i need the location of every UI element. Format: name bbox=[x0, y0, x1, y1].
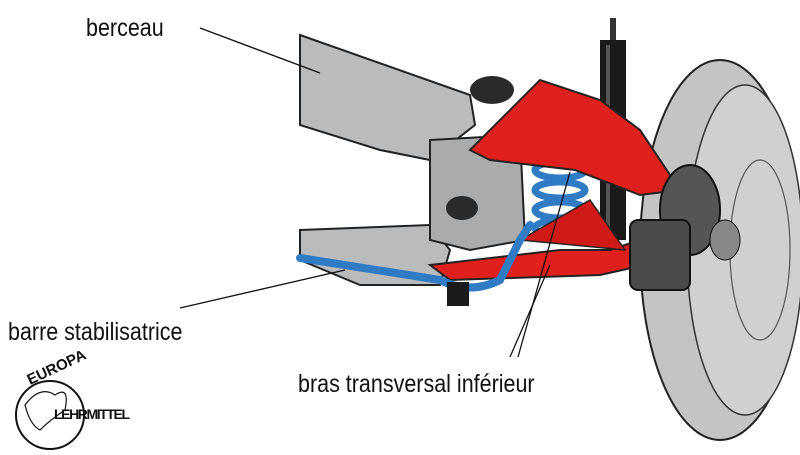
control-arms bbox=[427, 78, 682, 282]
label-lower-arm: bras transversal inférieur bbox=[298, 370, 535, 398]
stabilizer-bar bbox=[296, 221, 534, 292]
label-subframe: berceau bbox=[86, 14, 164, 42]
wheel-hub bbox=[629, 164, 741, 291]
svg-text:LEHRMITTEL: LEHRMITTEL bbox=[54, 406, 130, 422]
subframe bbox=[299, 33, 576, 286]
label-stabilizer-bar: barre stabilisatrice bbox=[8, 318, 183, 346]
stabilizer-bushing bbox=[447, 282, 469, 306]
europa-lehrmittel-logo: EUROPA LEHRMITTEL bbox=[15, 346, 130, 450]
leader-lines bbox=[179, 27, 571, 358]
